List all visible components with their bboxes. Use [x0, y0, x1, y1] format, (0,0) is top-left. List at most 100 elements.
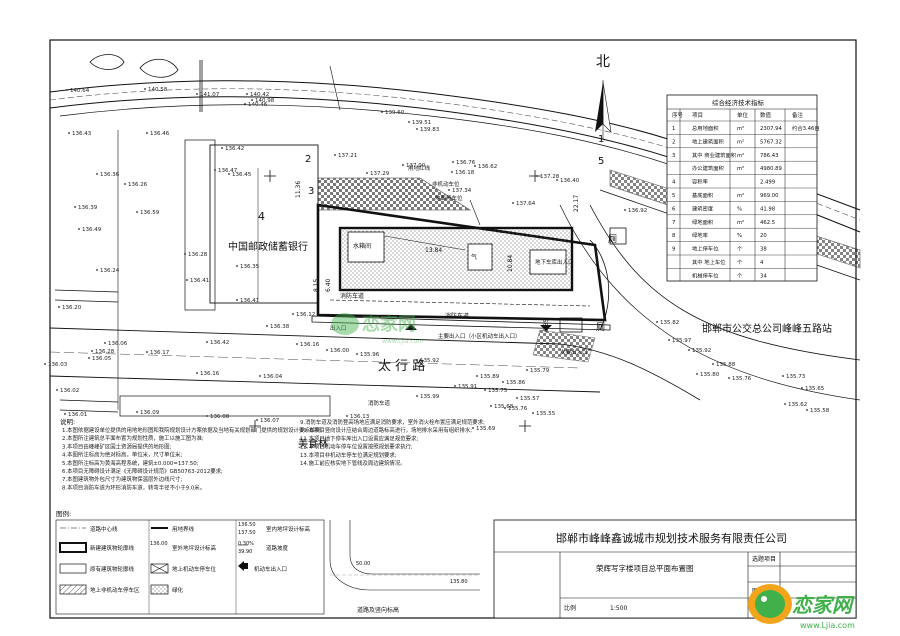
- econ-table-cell: 个: [737, 259, 743, 266]
- dimension-2: 22.17: [573, 195, 580, 212]
- building-number-3: 3: [308, 186, 314, 197]
- elevation-point: [452, 161, 454, 163]
- elevation-label: 135.88: [716, 362, 736, 368]
- elevation-point: [801, 387, 803, 389]
- elevation-point: [206, 341, 208, 343]
- red-line-label: 用地红线: [408, 164, 431, 172]
- elevation-label: 136.42: [225, 146, 244, 152]
- elevation-label: 137.34: [452, 188, 472, 194]
- elevation-label: 136.02: [60, 388, 79, 394]
- elevation-label: 136.24: [100, 268, 120, 274]
- elevation-label: 136.09: [140, 410, 160, 416]
- note-line: 3.本项目由峰峰矿区国土资源局提供的地形图;: [62, 442, 172, 450]
- legend-sample-value: 39.90: [238, 549, 252, 555]
- elevation-point: [228, 173, 230, 175]
- econ-table-cell: 5767.32: [760, 139, 782, 145]
- elevation-label: 136.42: [210, 340, 229, 346]
- elevation-point: [416, 395, 418, 397]
- econ-table-cell: 6: [672, 206, 676, 212]
- elevation-point: [532, 412, 534, 414]
- notes-title: 说明:: [60, 417, 75, 426]
- fire-road-note: 消防车道: [368, 399, 391, 407]
- elevation-point: [124, 183, 126, 185]
- elevation-label: 137.00: [406, 163, 426, 169]
- elevation-label: 137.28: [540, 174, 560, 180]
- building-number-2: 2: [305, 154, 311, 165]
- elevation-point: [656, 321, 658, 323]
- econ-table-cell: 2.499: [760, 180, 775, 186]
- econ-table-cell: 建筑密度: [692, 204, 714, 212]
- note-line: 14.施工前应核实地下管线及周边建筑情况。: [300, 459, 406, 467]
- corner-watermark-brand: 恋家网: [792, 593, 855, 617]
- elevation-point: [244, 103, 246, 105]
- elevation-label: 135.57: [520, 396, 540, 402]
- econ-table-cell: 4: [760, 260, 764, 266]
- elevation-label: 140.46: [248, 102, 268, 108]
- elevation-label: 135.89: [480, 374, 500, 380]
- elevation-label: 135.97: [672, 338, 692, 344]
- elevation-point: [186, 279, 188, 281]
- dimension-5: 6.35: [543, 318, 550, 332]
- elevation-label: 136.00: [330, 348, 350, 354]
- elevation-point: [448, 189, 450, 191]
- ground-parking-label: 地面停车位: [435, 194, 463, 202]
- legend-label: 道路中心线: [90, 525, 118, 533]
- elevation-point: [782, 375, 784, 377]
- elevation-point: [472, 427, 474, 429]
- elevation-point: [536, 175, 538, 177]
- company-name: 邯郸市峰峰鑫诚城市规划技术服务有限责任公司: [556, 531, 787, 545]
- econ-table-cell: m²: [737, 219, 744, 226]
- elevation-point: [251, 99, 253, 101]
- elevation-label: 136.01: [68, 412, 87, 418]
- elevation-point: [688, 349, 690, 351]
- econ-table-header: 数值: [760, 111, 772, 119]
- econ-table-cell: 绿地率: [692, 231, 709, 239]
- elevation-label: 135.91: [458, 384, 477, 390]
- elevation-label: 136.08: [210, 414, 230, 420]
- elevation-label: 135.62: [788, 402, 807, 408]
- elevation-label: 136.28: [188, 252, 208, 258]
- elevation-point: [44, 363, 46, 365]
- elevation-label: 140.42: [250, 92, 269, 98]
- econ-table-cell: 机械停车位: [692, 271, 719, 279]
- econ-table-cell: 办公建筑面积: [692, 164, 724, 172]
- legend-sample-value: 50.00: [356, 561, 370, 567]
- econ-table-cell: 969.00: [760, 193, 779, 199]
- econ-table-cell: 个: [737, 246, 743, 253]
- elevation-label: 135.69: [476, 426, 496, 432]
- elevation-label: 136.13: [350, 414, 370, 420]
- elevation-label: 136.45: [232, 172, 252, 178]
- project-name: 荣辉写字楼项目总平面布置图: [596, 563, 694, 573]
- elevation-label: 139.83: [420, 127, 440, 133]
- legend-label: 地上非机动车停车区: [90, 586, 140, 594]
- econ-table-cell: 34: [760, 273, 767, 279]
- elevation-label: 135.80: [700, 372, 720, 378]
- elevation-point: [136, 411, 138, 413]
- elevation-label: 136.92: [628, 208, 647, 214]
- elevation-point: [502, 381, 504, 383]
- elevation-label: 135.65: [805, 386, 825, 392]
- gas-label: 气: [471, 253, 477, 261]
- note-line: 8.本项目消防车道为环形消防车道，转弯半径不小于9.0米。: [62, 483, 205, 491]
- note-line: 4.本图所注标高为绝对标高，单位米，尺寸单位米;: [62, 451, 182, 459]
- elevation-point: [504, 407, 506, 409]
- elevation-label: 136.46: [150, 131, 170, 137]
- legend-label: 地上机动车停车位: [172, 565, 217, 573]
- elevation-point: [556, 179, 558, 181]
- econ-table-cell: 462.5: [760, 220, 775, 226]
- bike-parking-label: 非机动车位: [432, 180, 460, 188]
- elevation-label: 140.58: [148, 87, 168, 93]
- econ-table-cell: 8: [672, 233, 676, 239]
- elevation-label: 141.07: [200, 92, 220, 98]
- entrance-label-1: 出入口: [330, 324, 347, 332]
- elevation-point: [56, 389, 58, 391]
- scale-label: 比例: [564, 604, 576, 612]
- elevation-point: [144, 88, 146, 90]
- elevation-label: 135.58: [810, 408, 830, 414]
- note-line: 10.本项目竖向设计应结合周边道路标高进行，场地排水采用有组织排水;: [300, 426, 472, 434]
- elevation-point: [806, 409, 808, 411]
- econ-table-cell: 786.43: [760, 153, 779, 159]
